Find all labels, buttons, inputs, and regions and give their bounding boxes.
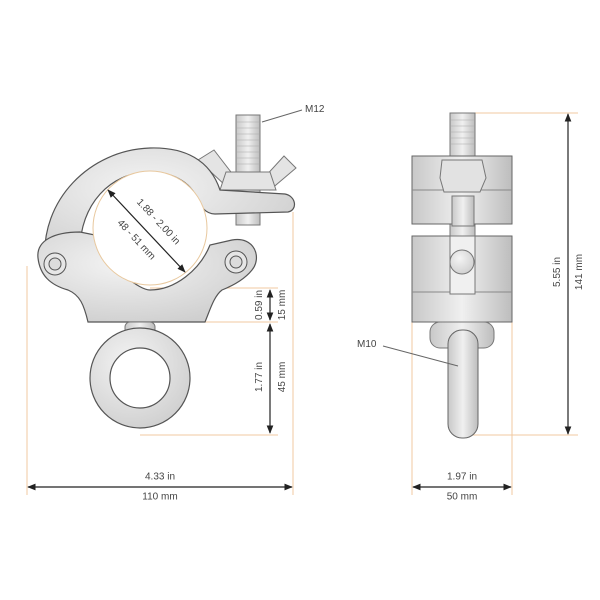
label-overall-height-mm: 141 mm [574, 253, 585, 291]
side-extension-lines [411, 112, 578, 495]
m12-leader [261, 109, 303, 123]
label-side-width-mm: 50 mm [446, 491, 478, 503]
label-body-gap-in: 0.59 in [254, 289, 265, 321]
label-side-width-in: 1.97 in [446, 471, 478, 483]
label-eye-height-mm: 45 mm [277, 361, 288, 393]
label-overall-height-in: 5.55 in [552, 256, 563, 288]
label-overall-width-mm: 110 mm [142, 491, 178, 503]
label-m12: M12 [305, 104, 325, 115]
label-m10: M10 [357, 339, 377, 350]
hinge-pin-right [224, 250, 248, 274]
side-eye-bolt [429, 321, 495, 439]
m10-leader [382, 345, 459, 367]
side-view [382, 112, 578, 495]
tube-opening [92, 170, 208, 286]
eye-bolt [89, 321, 191, 429]
wing-nut [197, 149, 297, 191]
label-body-gap-mm: 15 mm [277, 289, 288, 321]
hinge-pin-left [43, 252, 67, 276]
front-view [26, 109, 303, 495]
side-nut [439, 159, 487, 193]
tube-diameter-dimension [107, 189, 186, 273]
label-eye-height-in: 1.77 in [254, 361, 265, 393]
label-overall-width-in: 4.33 in [144, 471, 176, 483]
